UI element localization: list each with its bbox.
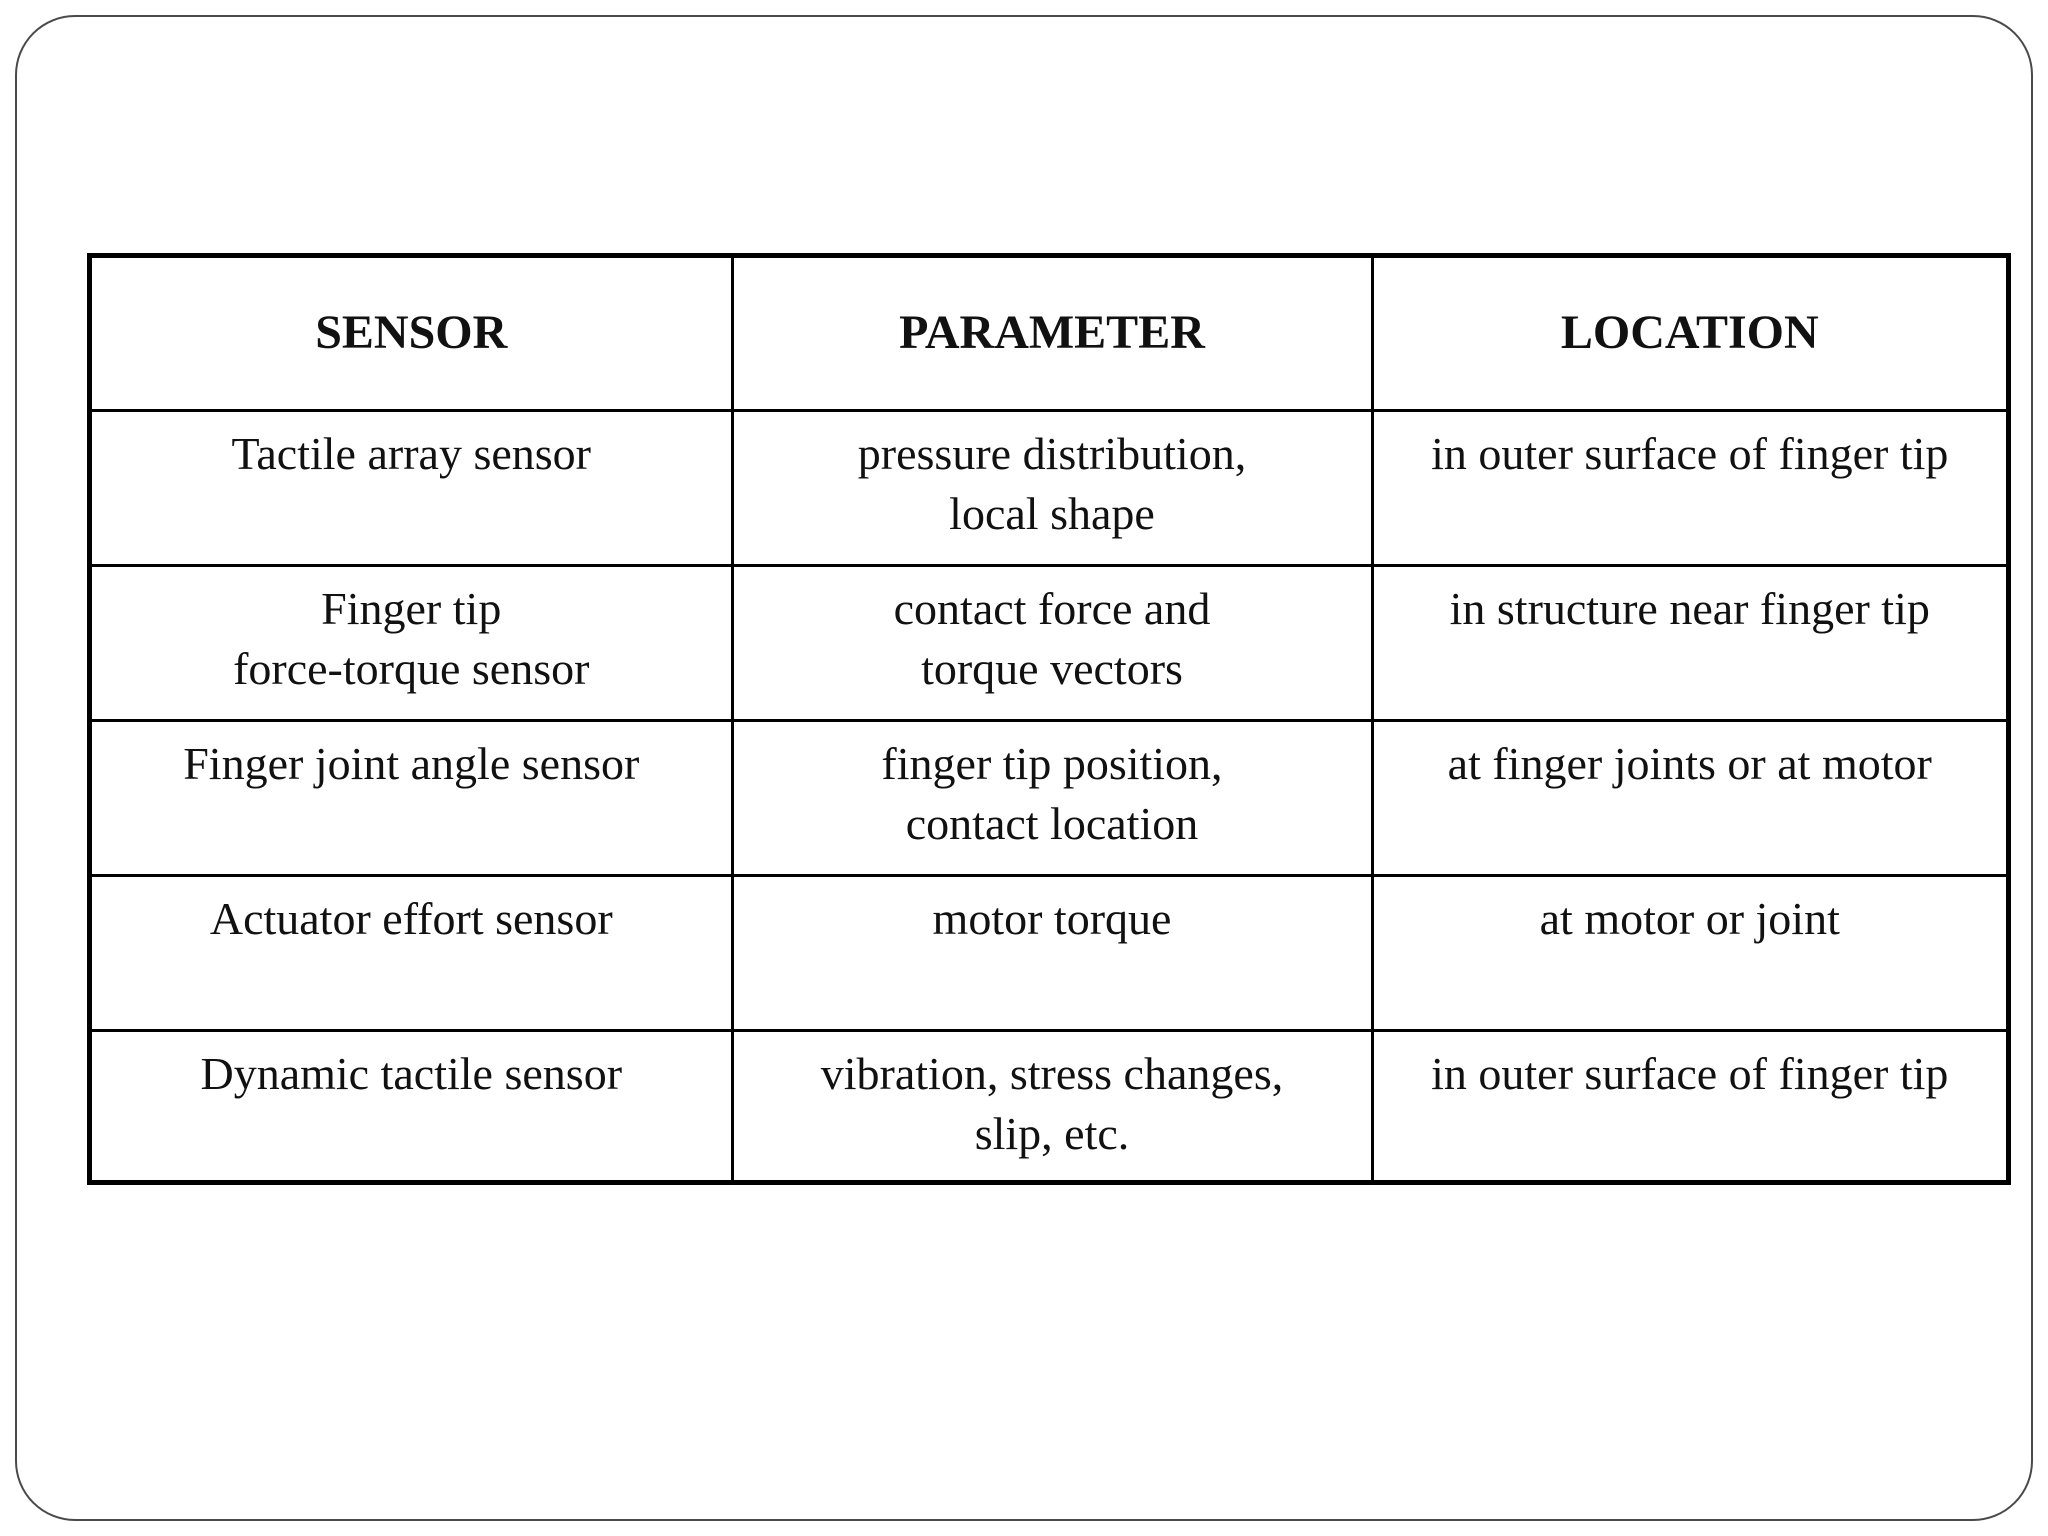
header-parameter: PARAMETER [730,258,1374,412]
table-row: Tactile array sensor pressure distributi… [92,408,2006,567]
cell-line: pressure distribution, [857,427,1247,479]
cell-line: vibration, stress changes, [820,1047,1284,1099]
cell-line: in outer surface of finger tip [1431,427,1949,479]
table-row: Finger tip force-torque sensor contact f… [92,563,2006,722]
cell-line: finger tip position, [881,737,1223,789]
table-row: Dynamic tactile sensor vibration, stress… [92,1028,2006,1185]
cell-location: at motor or joint [1370,873,2006,1032]
sensor-table: SENSOR PARAMETER LOCATION Tactile array … [87,253,2011,1185]
cell-sensor: Finger tip force-torque sensor [92,563,734,722]
cell-parameter: contact force and torque vectors [730,563,1374,722]
cell-parameter: pressure distribution, local shape [730,408,1374,567]
cell-line: in structure near finger tip [1449,582,1930,634]
cell-parameter: vibration, stress changes, slip, etc. [730,1028,1374,1185]
cell-sensor: Dynamic tactile sensor [92,1028,734,1185]
table-row: Actuator effort sensor motor torque at m… [92,873,2006,1032]
cell-location: in outer surface of finger tip [1370,408,2006,567]
cell-sensor: Tactile array sensor [92,408,734,567]
cell-location: in outer surface of finger tip [1370,1028,2006,1185]
cell-location: in structure near finger tip [1370,563,2006,722]
cell-line: contact force and [893,582,1211,634]
table-header-row: SENSOR PARAMETER LOCATION [92,258,2006,412]
cell-location: at finger joints or at motor [1370,718,2006,877]
cell-sensor: Actuator effort sensor [92,873,734,1032]
cell-parameter: motor torque [730,873,1374,1032]
cell-line: force-torque sensor [233,642,590,694]
cell-line: Tactile array sensor [231,427,592,479]
header-sensor: SENSOR [92,258,734,412]
slide-frame: SENSOR PARAMETER LOCATION Tactile array … [15,15,2033,1521]
cell-line: Dynamic tactile sensor [200,1047,623,1099]
cell-line: torque vectors [921,642,1183,694]
header-location: LOCATION [1370,258,2006,412]
cell-line: local shape [949,487,1155,539]
cell-line: Actuator effort sensor [209,892,613,944]
cell-line: motor torque [932,892,1172,944]
cell-line: Finger tip [321,582,502,634]
cell-line: Finger joint angle sensor [183,737,640,789]
sensor-table-grid: SENSOR PARAMETER LOCATION Tactile array … [92,258,2006,1185]
table-row: Finger joint angle sensor finger tip pos… [92,718,2006,877]
cell-parameter: finger tip position, contact location [730,718,1374,877]
cell-line: at motor or joint [1539,892,1840,944]
cell-line: in outer surface of finger tip [1431,1047,1949,1099]
cell-line: contact location [905,797,1199,849]
cell-line: at finger joints or at motor [1447,737,1932,789]
cell-sensor: Finger joint angle sensor [92,718,734,877]
cell-line: slip, etc. [974,1107,1130,1159]
